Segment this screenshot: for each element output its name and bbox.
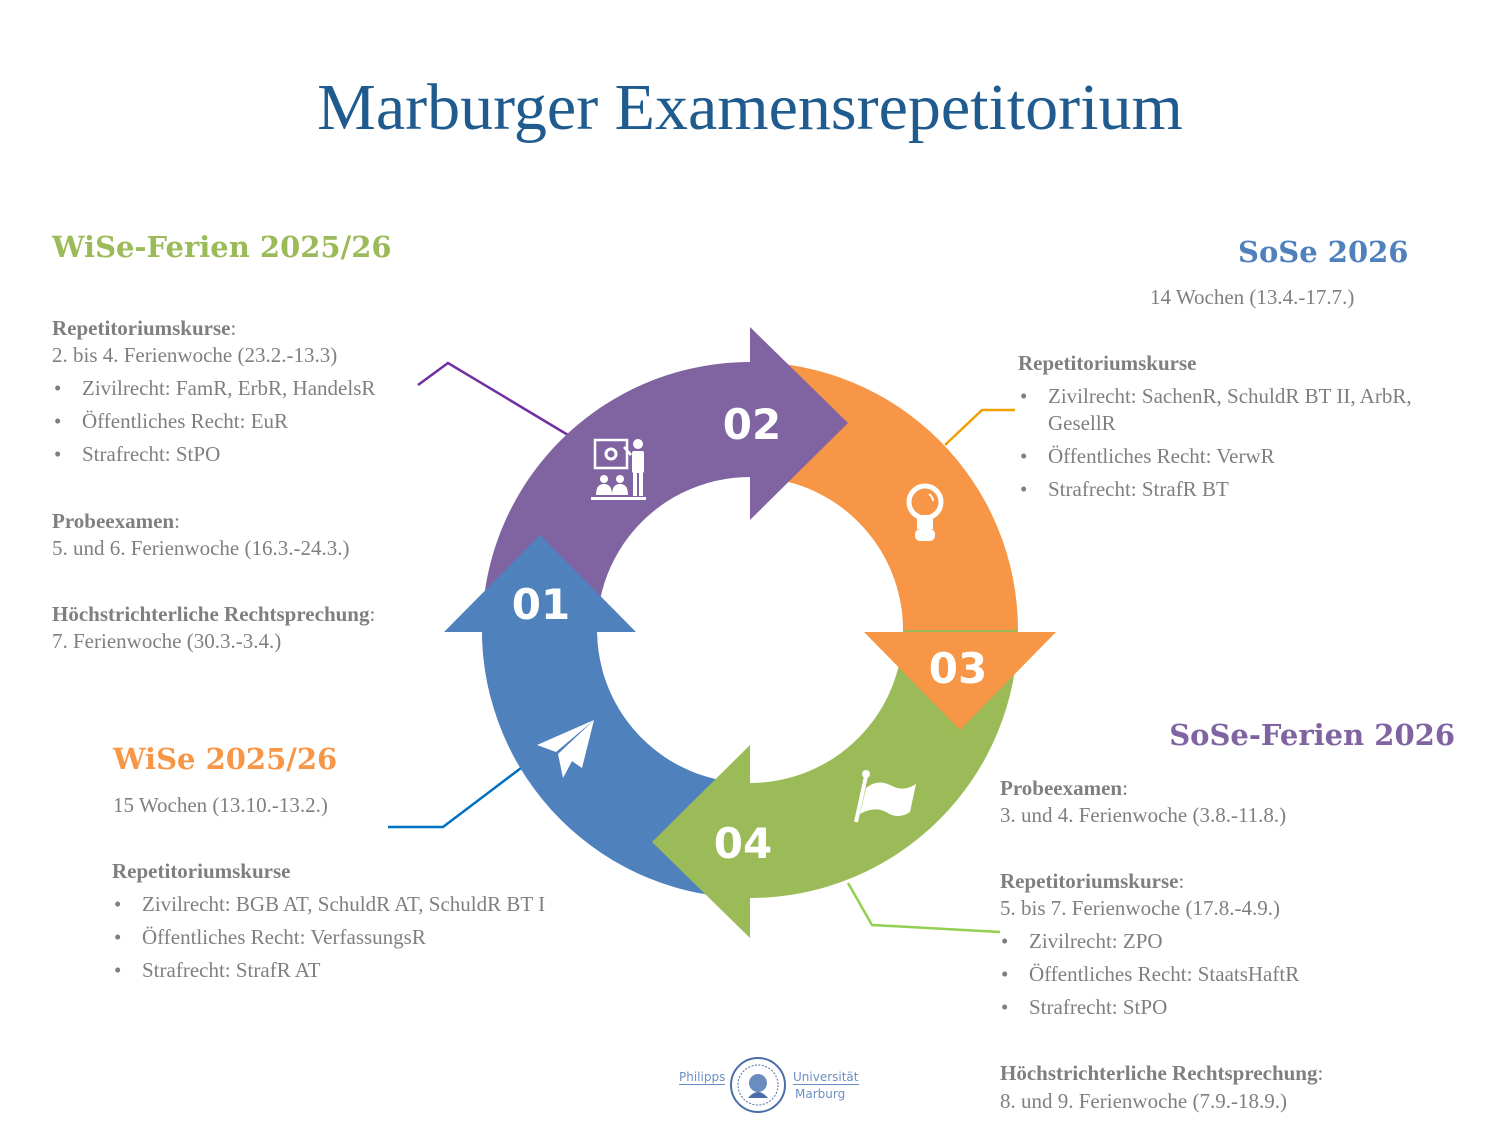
- label-repetitoriumskurse: Repetitoriumskurse: [112, 859, 291, 883]
- colon: :: [230, 316, 237, 340]
- label-repetitoriumskurse: Repetitoriumskurse: [52, 316, 231, 340]
- presentation-icon: [591, 438, 646, 500]
- date-probeexamen: 3. und 4. Ferienwoche (3.8.-11.8.): [1000, 803, 1287, 827]
- heading-sose-ferien: SoSe-Ferien 2026: [1169, 718, 1455, 752]
- step-number-03: 03: [929, 644, 987, 693]
- page-title: Marburger Examensrepetitorium: [317, 71, 1183, 144]
- arrowhead-03: [864, 632, 1056, 730]
- label-repetitoriumskurse: Repetitoriumskurse: [1018, 351, 1197, 375]
- date-rechtsprechung: 7. Ferienwoche (30.3.-3.4.): [52, 629, 282, 653]
- connector-line-wise: [388, 767, 522, 829]
- connector-line-sose: [944, 408, 1015, 446]
- heading-sose: SoSe 2026: [1238, 235, 1409, 269]
- arrowhead-01: [444, 535, 636, 632]
- date-probeexamen: 5. und 6. Ferienwoche (16.3.-24.3.): [52, 536, 350, 560]
- connector-line-sose-ferien: [846, 882, 1001, 934]
- flag-icon: [854, 770, 916, 823]
- label-repetitoriumskurse: Repetitoriumskurse: [1000, 869, 1179, 893]
- label-rechtsprechung: Höchstrichterliche Rechtsprechung: [52, 602, 370, 626]
- date-rechtsprechung: 8. und 9. Ferienwoche (7.9.-18.9.): [1000, 1089, 1287, 1113]
- arrowhead-02: [750, 327, 848, 520]
- arrowhead-04: [652, 745, 750, 938]
- paper-plane-icon: [537, 720, 594, 778]
- step-number-02: 02: [723, 400, 781, 449]
- step-number-01: 01: [512, 580, 570, 629]
- heading-wise-ferien: WiSe-Ferien 2025/26: [52, 230, 392, 264]
- connector-line-wise-ferien: [417, 361, 574, 440]
- duration-wise: 15 Wochen (13.10.-13.2.): [113, 793, 328, 817]
- label-probeexamen: Probeexamen: [52, 509, 175, 533]
- heading-wise: WiSe 2025/26: [113, 742, 338, 776]
- lightbulb-icon: [906, 483, 944, 541]
- step-number-04: 04: [714, 819, 772, 868]
- label-probeexamen: Probeexamen: [1000, 776, 1123, 800]
- date-repetitoriumskurse: 5. bis 7. Ferienwoche (17.8.-4.9.): [1000, 896, 1280, 920]
- duration-sose: 14 Wochen (13.4.-17.7.): [1150, 285, 1355, 309]
- date-repetitoriumskurse: 2. bis 4. Ferienwoche (23.2.-13.3): [52, 343, 338, 367]
- label-rechtsprechung: Höchstrichterliche Rechtsprechung: [1000, 1061, 1318, 1085]
